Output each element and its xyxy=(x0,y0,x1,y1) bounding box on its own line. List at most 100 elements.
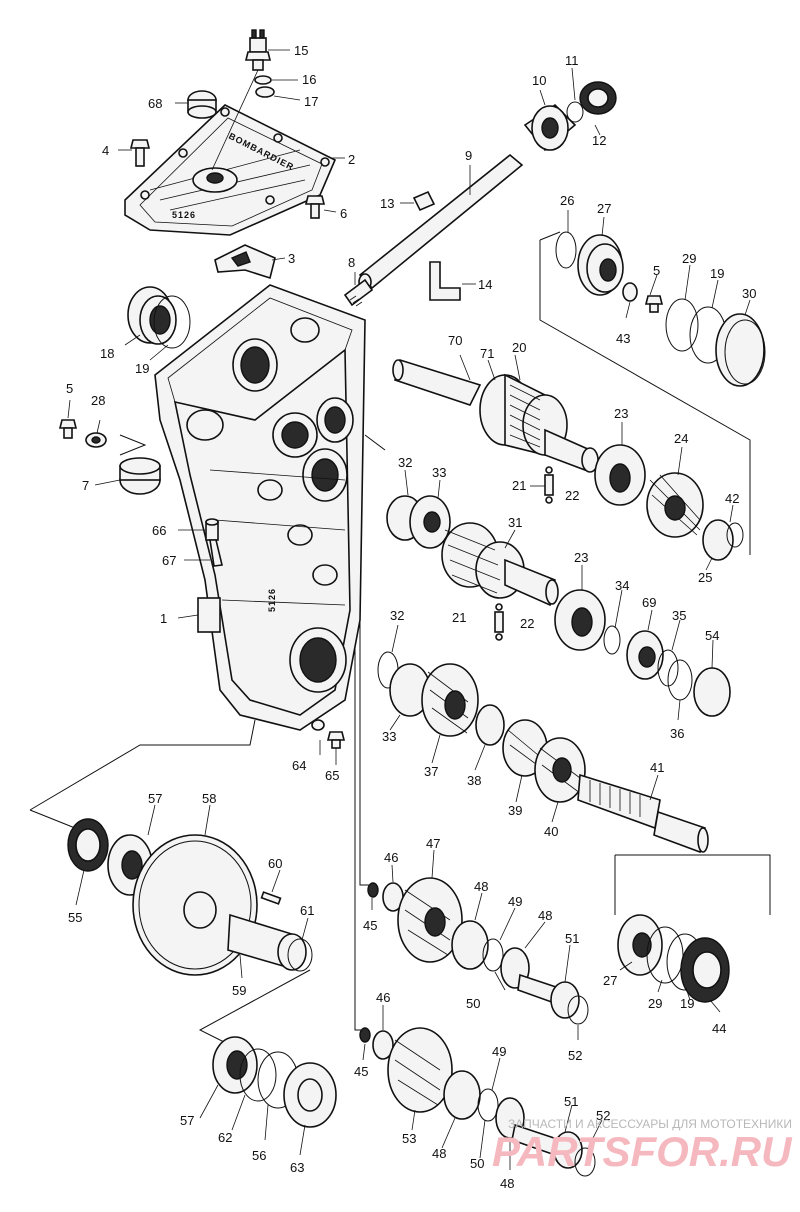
callout-43: 43 xyxy=(616,331,630,346)
callout-4: 4 xyxy=(102,143,109,158)
callout-33a: 33 xyxy=(432,465,446,480)
callout-65: 65 xyxy=(325,768,339,783)
callout-46a: 46 xyxy=(384,850,398,865)
callout-38: 38 xyxy=(467,773,481,788)
callout-64: 64 xyxy=(292,758,306,773)
callout-48d: 48 xyxy=(500,1176,514,1191)
callout-14: 14 xyxy=(478,277,492,292)
drain-plug xyxy=(311,719,346,749)
callout-63: 63 xyxy=(290,1160,304,1175)
callout-29a: 29 xyxy=(682,251,696,266)
callout-30: 30 xyxy=(742,286,756,301)
callout-56: 56 xyxy=(252,1148,266,1163)
part-number-callouts: 1 2 3 4 5 5 6 7 8 9 10 11 12 13 14 15 16… xyxy=(66,43,756,1191)
callout-51b: 51 xyxy=(564,1094,578,1109)
callout-48a: 48 xyxy=(474,879,488,894)
callout-3: 3 xyxy=(288,251,295,266)
callout-33b: 33 xyxy=(382,729,396,744)
upper-output-gears xyxy=(367,877,589,1025)
callout-28: 28 xyxy=(91,393,105,408)
callout-12: 12 xyxy=(592,133,606,148)
callout-41: 41 xyxy=(650,760,664,775)
watermark-tagline: ЗАПЧАСТИ И АКСЕССУАРЫ ДЛЯ МОТОТЕХНИКИ xyxy=(508,1117,792,1131)
callout-53: 53 xyxy=(402,1131,416,1146)
callout-10: 10 xyxy=(532,73,546,88)
callout-23b: 23 xyxy=(574,550,588,565)
callout-44: 44 xyxy=(712,1021,726,1036)
cover-fittings xyxy=(187,29,275,171)
cover-code-label: 5126 xyxy=(172,210,196,220)
callout-58: 58 xyxy=(202,791,216,806)
callout-50b: 50 xyxy=(470,1156,484,1171)
callout-49b: 49 xyxy=(492,1044,506,1059)
callout-21a: 21 xyxy=(512,478,526,493)
callout-16: 16 xyxy=(302,72,316,87)
callout-31: 31 xyxy=(508,515,522,530)
callout-26: 26 xyxy=(560,193,574,208)
callout-55: 55 xyxy=(68,910,82,925)
callout-27a: 27 xyxy=(597,201,611,216)
lower-selector-group xyxy=(494,589,731,717)
callout-40: 40 xyxy=(544,824,558,839)
cover-bolts xyxy=(129,139,326,280)
callout-49a: 49 xyxy=(508,894,522,909)
left-bearing xyxy=(127,286,191,349)
callout-68: 68 xyxy=(148,96,162,111)
callout-34: 34 xyxy=(615,578,629,593)
callout-leaders xyxy=(67,49,751,1170)
callout-54: 54 xyxy=(705,628,719,643)
callout-7: 7 xyxy=(82,478,89,493)
callout-66: 66 xyxy=(152,523,166,538)
callout-1: 1 xyxy=(160,611,167,626)
callout-6: 6 xyxy=(340,206,347,221)
callout-9: 9 xyxy=(465,148,472,163)
callout-45a: 45 xyxy=(363,918,377,933)
callout-67: 67 xyxy=(162,553,176,568)
callout-5b: 5 xyxy=(66,381,73,396)
callout-59: 59 xyxy=(232,983,246,998)
callout-52a: 52 xyxy=(568,1048,582,1063)
callout-46b: 46 xyxy=(376,990,390,1005)
sprocket-shaft-group xyxy=(67,818,313,976)
callout-11: 11 xyxy=(565,53,579,68)
input-shaft xyxy=(392,358,599,473)
callout-35: 35 xyxy=(672,608,686,623)
callout-42: 42 xyxy=(725,491,739,506)
callout-47: 47 xyxy=(426,836,440,851)
callout-57a: 57 xyxy=(148,791,162,806)
callout-8: 8 xyxy=(348,255,355,270)
callout-22a: 22 xyxy=(565,488,579,503)
main-housing: 5126 xyxy=(154,284,366,731)
output-shaft xyxy=(377,651,709,854)
callout-19a: 19 xyxy=(135,361,149,376)
upper-selector-gears xyxy=(544,444,744,561)
callout-23a: 23 xyxy=(614,406,628,421)
callout-48b: 48 xyxy=(538,908,552,923)
callout-71: 71 xyxy=(480,346,494,361)
shift-shaft xyxy=(343,81,617,307)
housing-fittings xyxy=(58,419,223,567)
callout-18: 18 xyxy=(100,346,114,361)
callout-36: 36 xyxy=(670,726,684,741)
right-bearing-group xyxy=(555,231,766,387)
callout-24: 24 xyxy=(674,431,688,446)
callout-13: 13 xyxy=(380,196,394,211)
callout-57b: 57 xyxy=(180,1113,194,1128)
callout-29b: 29 xyxy=(648,996,662,1011)
callout-25: 25 xyxy=(698,570,712,585)
right-lower-bearing-group xyxy=(617,914,730,1003)
callout-32b: 32 xyxy=(390,608,404,623)
callout-19c: 19 xyxy=(680,996,694,1011)
watermark: ЗАПЧАСТИ И АКСЕССУАРЫ ДЛЯ МОТОТЕХНИКИ PA… xyxy=(492,1117,793,1175)
callout-15: 15 xyxy=(294,43,308,58)
watermark-logo: PARTSFOR.RU xyxy=(492,1128,793,1175)
callout-69: 69 xyxy=(642,595,656,610)
lower-output-gears xyxy=(359,1027,596,1177)
top-cover: BOMBARDIER 5126 xyxy=(124,104,337,236)
callout-5a: 5 xyxy=(653,263,660,278)
callout-70: 70 xyxy=(448,333,462,348)
callout-22b: 22 xyxy=(520,616,534,631)
callout-17: 17 xyxy=(304,94,318,109)
housing-code-label: 5126 xyxy=(267,588,277,612)
callout-60: 60 xyxy=(268,856,282,871)
